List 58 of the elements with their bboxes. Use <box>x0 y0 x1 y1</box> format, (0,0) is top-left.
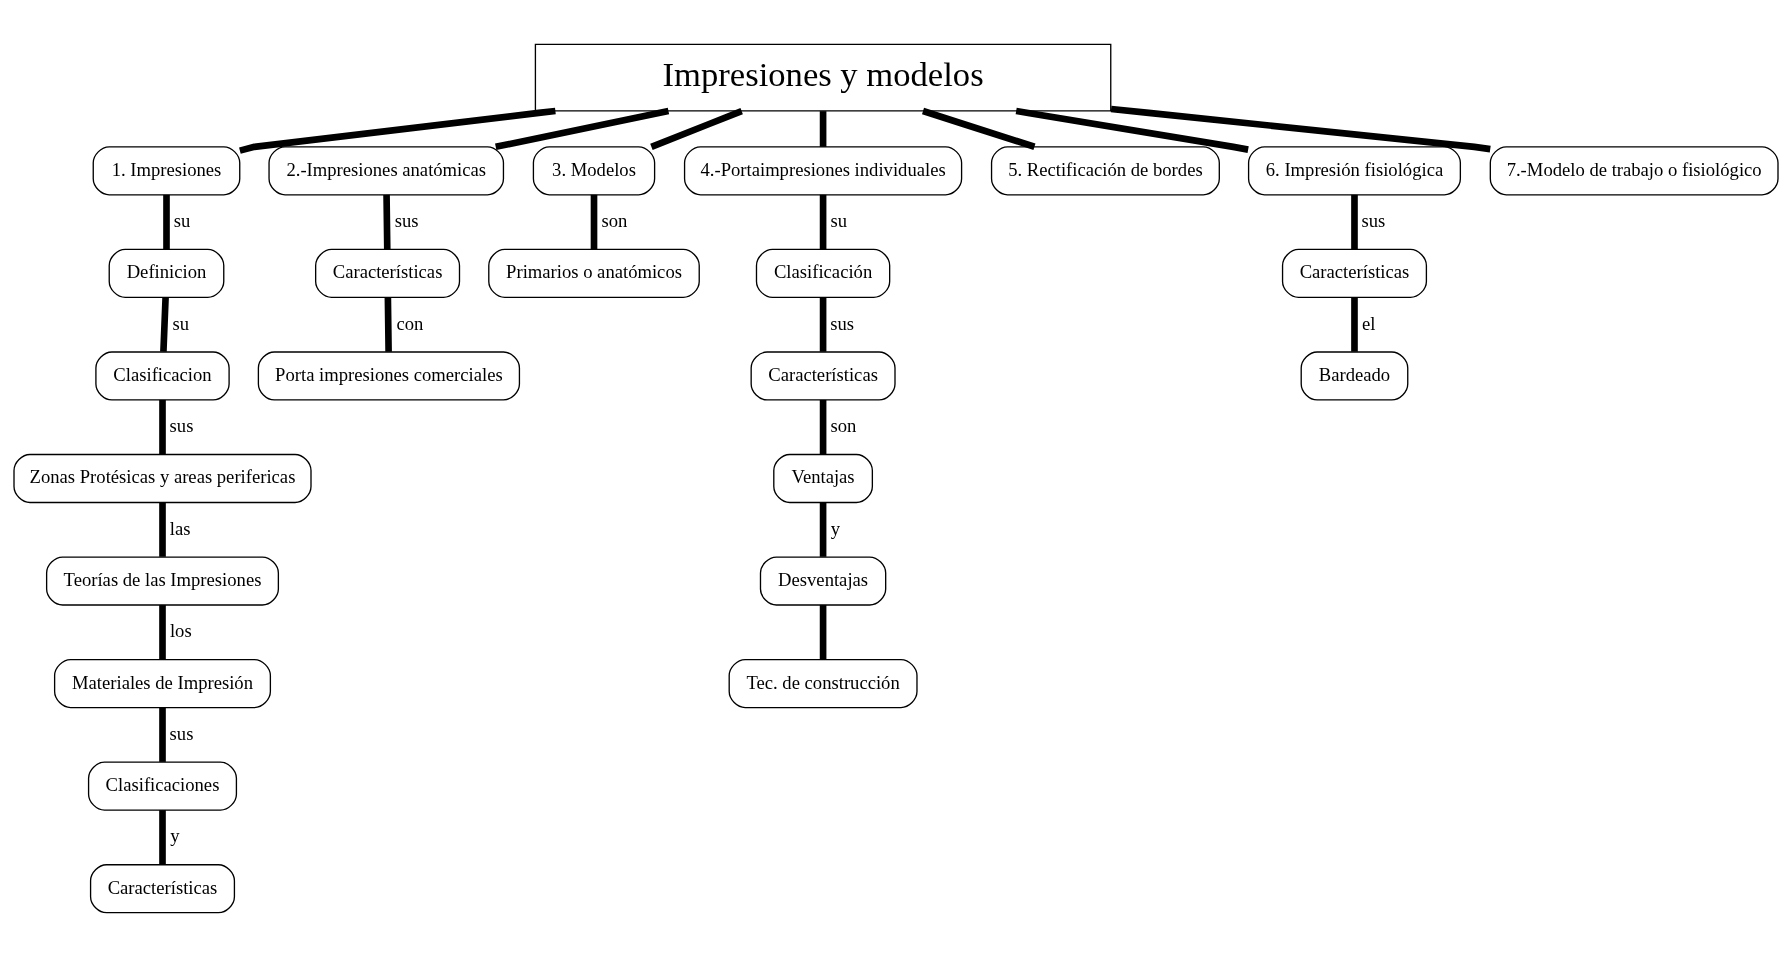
edge-label: sus <box>169 722 194 744</box>
node-box: Clasificacion <box>95 350 230 401</box>
edge-label: y <box>830 517 841 539</box>
connector <box>590 194 598 249</box>
node-box: Impresiones y modelos <box>534 43 1112 112</box>
node-box: Características <box>750 350 896 401</box>
connector <box>239 107 556 154</box>
node-box: Zonas Protésicas y areas perifericas <box>13 453 312 503</box>
connector <box>384 296 392 352</box>
connector <box>160 296 169 352</box>
edge-label: y <box>170 824 180 846</box>
connector <box>819 296 827 352</box>
node-box: Primarios o anatómicos <box>488 248 700 298</box>
node-box: 6. Impresión fisiológica <box>1247 145 1462 195</box>
node-box: Desventajas <box>759 555 887 606</box>
edge-label: sus <box>169 414 194 436</box>
edge-label: los <box>169 619 192 641</box>
edge-label: son <box>601 209 628 231</box>
node-box: Porta impresiones comerciales <box>257 350 521 401</box>
node-box: Características <box>1281 248 1428 298</box>
connector <box>1015 107 1249 153</box>
node-box: Clasificaciones <box>87 761 238 811</box>
node-box: Tec. de construcción <box>728 658 918 708</box>
node-box: 2.-Impresiones anatómicas <box>268 145 505 195</box>
node-box: 7.-Modelo de trabajo o fisiológico <box>1489 145 1779 195</box>
connector <box>1351 296 1358 352</box>
node-box: 5. Rectificación de bordes <box>990 145 1220 195</box>
edge-label: su <box>830 209 848 231</box>
edge-label: las <box>169 517 191 539</box>
node-box: 3. Modelos <box>532 145 656 195</box>
edge-label: el <box>1362 312 1376 334</box>
node-box: 1. Impresiones <box>92 145 241 195</box>
connector <box>819 502 827 557</box>
node-box: Características <box>315 248 461 298</box>
edge-label: sus <box>830 312 854 334</box>
connector <box>1110 105 1491 152</box>
node-box: Ventajas <box>773 453 874 503</box>
node-box: Bardeado <box>1300 350 1409 401</box>
node-box: Definicion <box>108 248 225 298</box>
connector <box>1351 194 1358 249</box>
edge-label: su <box>172 312 190 334</box>
connector <box>495 107 670 150</box>
node-box: Materiales de Impresión <box>53 658 272 708</box>
edge-label: su <box>173 209 191 231</box>
connector <box>159 502 166 557</box>
connector <box>159 707 166 762</box>
connector <box>819 194 827 249</box>
node-box: Teorías de las Impresiones <box>45 555 280 606</box>
edge-label: sus <box>1361 209 1386 231</box>
edge-label: sus <box>394 209 419 231</box>
node-box: Clasificación <box>755 248 891 298</box>
connector <box>383 194 391 249</box>
edge-label: son <box>830 414 857 436</box>
connector <box>819 110 827 147</box>
node-box: 4.-Portaimpresiones individuales <box>683 145 963 195</box>
edge-label: con <box>396 312 424 334</box>
connector <box>163 194 170 249</box>
node-box: Características <box>89 863 236 913</box>
